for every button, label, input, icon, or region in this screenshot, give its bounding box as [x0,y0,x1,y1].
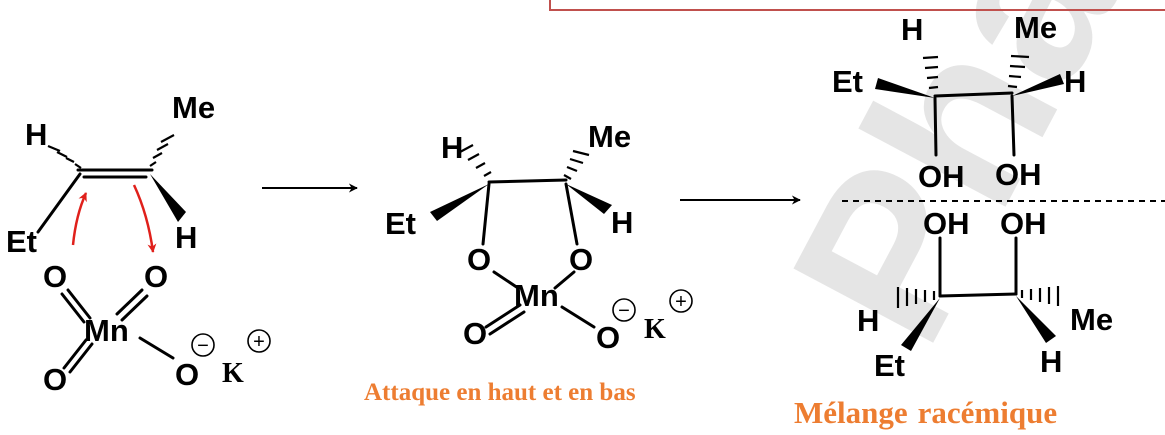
curved-arrow-down [132,184,157,253]
mn-o1-bond-b [60,292,86,324]
negative-charge-circle [191,333,215,357]
caption-attack: Attaque en haut et en bas [364,379,636,406]
mn-o4-bond [138,336,175,360]
hash-bond-h [922,55,939,90]
mn-o2-bond-b [120,294,149,322]
caption-mixture-word2: racémique [918,395,1057,430]
potassium: K [222,358,244,389]
atom-h2: H [611,205,633,240]
potassium: K [644,314,666,345]
atom-o3: O [43,362,67,397]
negative-charge-circle [612,298,636,322]
header-box-edge [549,0,1165,11]
o2-mn-bond [553,270,576,290]
c-o1-bond [481,182,491,246]
c-o2-bond [564,182,579,246]
atom-mn: Mn [514,278,559,313]
atom-me: Me [172,90,215,125]
atom-h: H [25,117,47,152]
hash-bond-me [1020,286,1060,306]
atom-h: H [857,303,879,338]
wedge-bond-h [566,184,612,214]
atom-h2: H [175,220,197,255]
atom-et: Et [832,64,863,99]
atom-mn: Mn [84,313,129,348]
atom-oh2: OH [995,157,1042,192]
positive-charge: + [253,331,265,353]
hash-bond-me [149,134,175,167]
o1-mn-bond [492,270,520,290]
mn-o4-bond [560,305,596,329]
atom-o1: O [467,242,491,277]
mn-o3-bond-a [484,303,522,329]
atom-et: Et [6,224,37,259]
atom-h2: H [1064,64,1086,99]
hash-bond-me [1007,54,1030,89]
atom-o1: O [43,259,67,294]
positive-charge-circle [669,289,693,313]
atom-o2: O [144,259,168,294]
mn-o3-bond-b [68,342,94,374]
atom-me: Me [588,119,631,154]
diol-bottom: OH OH H Me Et H [857,206,1113,383]
positive-charge: + [675,291,687,313]
c-c-bond [933,91,1014,98]
wedge-bond-et [901,298,940,351]
wedge-bond-h [1012,74,1064,96]
atom-o2: O [569,242,593,277]
mn-o3-bond-a [62,338,88,370]
wedge-bond-h [1016,296,1056,343]
diol-top: H Me Et H OH OH [832,10,1086,194]
wedge-bond-et [875,78,935,98]
mn-o1-bond-a [66,288,92,320]
atom-me: Me [1070,302,1113,337]
c-oh2-bond [1010,94,1016,157]
atom-me: Me [1014,10,1057,45]
c-oh1-bond [933,96,938,157]
wedge-bond-h [150,174,186,222]
mn-o3-bond-b [488,310,526,336]
negative-charge: − [197,335,209,357]
atom-et: Et [385,206,416,241]
atom-et: Et [874,348,905,383]
curved-arrow-up [71,192,88,246]
caption-mixture-word1: Mélange [794,395,908,430]
hash-bond-h [459,144,492,177]
wedge-bond-et [430,184,489,221]
atom-h: H [901,12,923,47]
atom-oh1: OH [918,159,965,194]
atom-o3: O [463,316,487,351]
atom-h2: H [1040,344,1062,379]
manganate-ester: H Me Et H O O Mn O O − K + [385,119,693,355]
negative-charge: − [618,300,630,322]
bond-et [36,172,82,234]
atom-o4: O [596,320,620,355]
positive-charge-circle [247,329,271,353]
atom-oh1: OH [923,206,970,241]
alkene-permanganate: H Me Et H O O Mn O O − K + [6,90,271,397]
atom-oh2: OH [1000,206,1047,241]
hash-bond-h [896,287,936,308]
caption-mixture: Mélange racémique [794,395,1057,430]
atom-o4: O [175,357,199,392]
mn-o2-bond-a [115,288,144,316]
atom-h: H [441,130,463,165]
hash-bond-h [47,144,82,169]
hash-bond-me [563,149,590,180]
c-c-bond [487,178,568,184]
c-c-bond [938,292,1018,298]
